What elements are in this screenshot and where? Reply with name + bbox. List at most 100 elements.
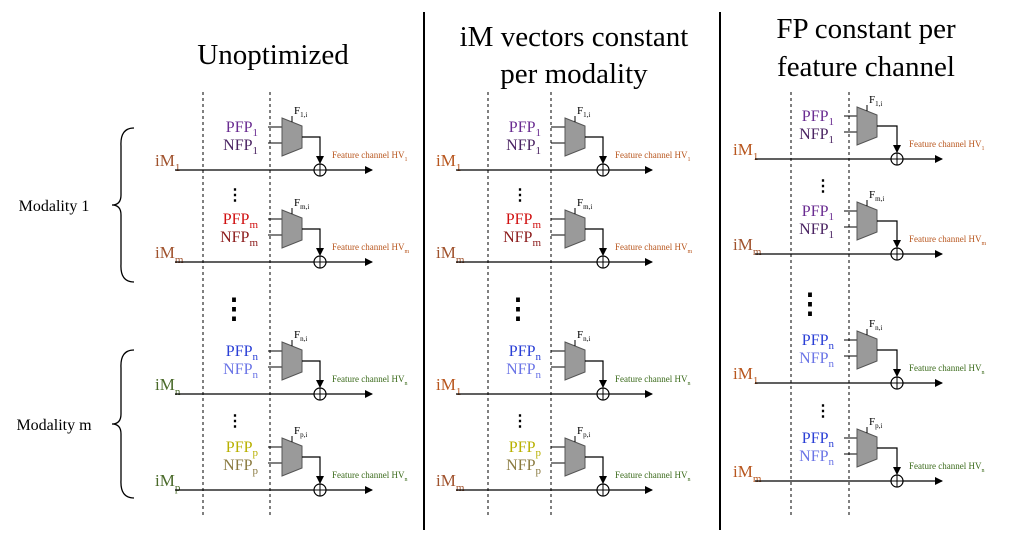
select-signal-label-subscript: m,i: [583, 203, 592, 211]
nfp-label-subscript: n: [829, 358, 835, 370]
im-vector-label-base: iM: [155, 151, 175, 170]
select-signal-label-subscript: p,i: [300, 431, 307, 439]
mux-output-arrow: [585, 228, 607, 256]
im-vector-label-subscript: m: [456, 254, 465, 266]
pfp-label-base: PFP: [802, 430, 829, 447]
im-vector-label-base: iM: [436, 471, 456, 490]
pfp-label-subscript: 1: [829, 211, 835, 223]
mux-block: [856, 106, 878, 146]
nfp-label: NFPm: [220, 229, 258, 249]
im-vector-label-base: iM: [733, 235, 753, 254]
pfp-label-subscript: p: [253, 447, 259, 459]
pfp-label-subscript: n: [536, 351, 542, 363]
feature-channel-hv-label-base: Feature channel HV: [909, 139, 982, 149]
select-signal-label: Fm,i: [869, 189, 884, 203]
im-vector-label: iMm: [733, 462, 762, 485]
feature-channel-hv-label-subscript: m: [981, 241, 986, 247]
im-vector-label: iM1: [436, 151, 461, 174]
select-signal-label-subscript: 1,i: [875, 100, 882, 108]
column-title: per modality: [500, 58, 648, 90]
pfp-label-subscript: p: [536, 447, 542, 459]
im-vector-label: iMp: [155, 471, 181, 494]
nfp-label-base: NFP: [799, 126, 828, 143]
nfp-label: NFPp: [506, 457, 541, 477]
mux-output-arrow: [585, 360, 607, 388]
mux-block: [856, 330, 878, 370]
mux-block: [564, 117, 586, 157]
modality-bracket: [111, 349, 135, 499]
select-signal-label-base: F: [577, 329, 583, 341]
feature-channel-hv-label-base: Feature channel HV: [615, 374, 688, 384]
nfp-label-base: NFP: [223, 361, 252, 378]
im-vector-label-base: iM: [733, 140, 753, 159]
im-vector-label: iMm: [436, 471, 465, 494]
feature-channel-hv-label: Feature channel HVn: [332, 470, 407, 483]
modality-label: Modality m: [16, 417, 92, 434]
feature-channel-hv-label-subscript: n: [981, 370, 984, 376]
pfp-label: PFPp: [509, 439, 542, 459]
nfp-label-base: NFP: [799, 221, 828, 238]
im-vector-label-subscript: 1: [753, 151, 759, 163]
mux-output-arrow: [302, 456, 324, 484]
feature-channel-hv-label: Feature channel HVn: [332, 374, 407, 387]
im-vector-label-base: iM: [436, 243, 456, 262]
nfp-label: NFPn: [506, 361, 541, 381]
im-vector-label-subscript: p: [175, 482, 181, 494]
ellipsis-small: ⋮: [227, 187, 243, 204]
feature-channel-hv-label: Feature channel HVm: [909, 234, 986, 247]
feature-channel-hv-label-subscript: m: [687, 249, 692, 255]
im-vector-label: iM1: [436, 375, 461, 398]
select-signal-label: Fn,i: [577, 329, 590, 343]
nfp-label-subscript: 1: [829, 134, 835, 146]
select-signal-label-subscript: 1,i: [300, 111, 307, 119]
pfp-label: PFPp: [226, 439, 259, 459]
select-signal-label-base: F: [869, 189, 875, 201]
feature-channel-hv-label-subscript: n: [981, 468, 984, 474]
mux-block: [856, 201, 878, 241]
nfp-label: NFPn: [799, 350, 834, 370]
nfp-label-base: NFP: [223, 457, 252, 474]
im-vector-label: iMn: [155, 375, 181, 398]
im-vector-label-base: iM: [155, 471, 175, 490]
ellipsis-large: ⋮: [220, 294, 248, 325]
pfp-label-subscript: n: [253, 351, 259, 363]
feature-channel-hv-label-subscript: n: [404, 381, 407, 387]
im-vector-label: iM1: [155, 151, 180, 174]
ellipsis-small: ⋮: [512, 413, 528, 430]
im-vector-label: iMm: [733, 235, 762, 258]
feature-channel-hv-label-base: Feature channel HV: [332, 242, 405, 252]
nfp-label-base: NFP: [799, 350, 828, 367]
pfp-label-base: PFP: [223, 211, 250, 228]
select-signal-label: Fn,i: [294, 329, 307, 343]
pfp-label: PFPn: [226, 343, 259, 363]
select-signal-label-subscript: 1,i: [583, 111, 590, 119]
modality-label: Modality 1: [19, 198, 90, 215]
feature-channel-hv-label-subscript: 1: [687, 157, 690, 163]
select-signal-label-subscript: p,i: [583, 431, 590, 439]
feature-channel-hv-label-base: Feature channel HV: [909, 363, 982, 373]
mux-block: [564, 341, 586, 381]
nfp-label: NFP1: [223, 137, 258, 157]
feature-channel-hv-label-base: Feature channel HV: [615, 470, 688, 480]
select-signal-label-subscript: m,i: [300, 203, 309, 211]
feature-channel-hv-label-base: Feature channel HV: [615, 150, 688, 160]
pfp-label: PFP1: [802, 203, 834, 223]
im-vector-label-base: iM: [733, 462, 753, 481]
mux-block: [281, 209, 303, 249]
select-signal-label-subscript: m,i: [875, 195, 884, 203]
nfp-label-base: NFP: [506, 137, 535, 154]
nfp-label-subscript: 1: [253, 145, 259, 157]
mux-block: [281, 117, 303, 157]
nfp-label: NFP1: [799, 221, 834, 241]
feature-channel-hv-label: Feature channel HVn: [909, 461, 984, 474]
feature-channel-hv-label: Feature channel HVn: [615, 374, 690, 387]
ellipsis-small: ⋮: [512, 187, 528, 204]
pfp-label: PFPm: [223, 211, 259, 231]
column-title: iM vectors constant: [460, 21, 689, 53]
feature-channel-hv-label-base: Feature channel HV: [332, 470, 405, 480]
mux-output-arrow: [585, 136, 607, 164]
